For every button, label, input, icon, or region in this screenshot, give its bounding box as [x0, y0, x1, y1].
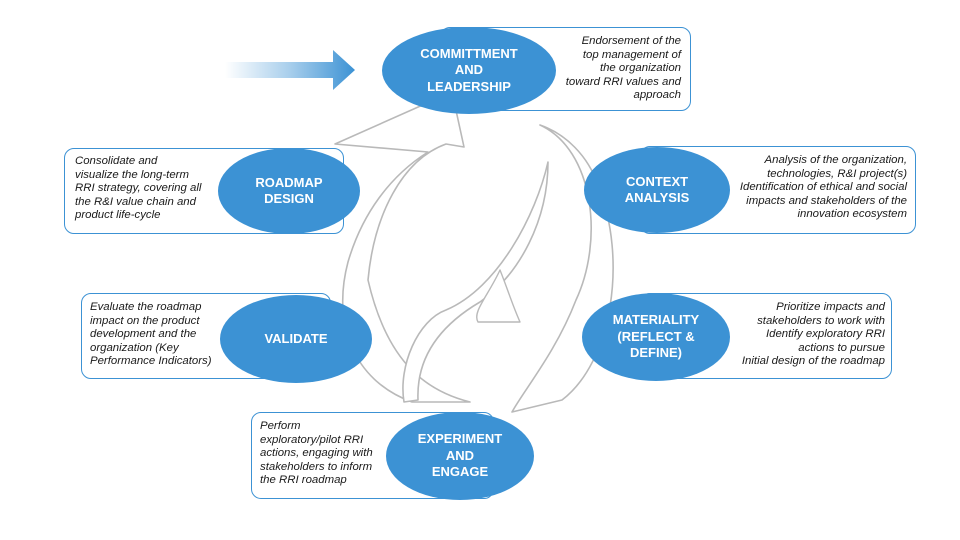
context-description-line: Identification of ethical and social: [739, 181, 907, 194]
commitment-description-line: approach: [633, 89, 682, 102]
materiality-title-line: DEFINE): [630, 345, 682, 361]
experiment-description-line: Perform: [260, 420, 301, 432]
materiality-description-line: stakeholders to work with: [757, 314, 885, 327]
roadmap-description-line: visualize the long-term: [75, 168, 189, 181]
experiment-description-line: the RRI roadmap: [260, 474, 347, 487]
validate-stage: VALIDATE: [220, 295, 372, 383]
context-description-box: Analysis of the organization, technologi…: [640, 146, 916, 234]
commitment-title-line: LEADERSHIP: [427, 78, 511, 94]
validate-title-line: VALIDATE: [264, 330, 328, 346]
experiment-title-line: AND: [445, 447, 475, 463]
commitment-title-line: AND: [454, 62, 484, 78]
context-description-line: technologies, R&I project(s): [767, 167, 907, 180]
cycle-arrow-up-icon: [334, 91, 471, 403]
materiality-description-line: actions to pursue: [798, 341, 885, 354]
commitment-description-line: Endorsement of the: [581, 35, 681, 47]
entry-arrow: [225, 50, 355, 90]
roadmap-description-line: Consolidate and: [75, 155, 158, 167]
commitment-description-line: the organization: [599, 62, 681, 75]
validate-description-line: impact on the product: [90, 314, 200, 327]
materiality-title-line: MATERIALITY: [612, 312, 700, 328]
cycle-arrow-mid-icon: [476, 269, 521, 323]
context-title-line: ANALYSIS: [624, 190, 690, 205]
experiment-stage: EXPERIMENT AND ENGAGE: [386, 412, 534, 500]
context-description-line: impacts and stakeholders of the: [746, 194, 907, 207]
commitment-description-line: toward RRI values and: [565, 75, 681, 88]
roadmap-title-line: DESIGN: [264, 191, 314, 206]
materiality-title-line: (REFLECT &: [617, 328, 695, 344]
roadmap-description-line: RRI strategy, covering all: [75, 182, 202, 195]
experiment-description-line: actions, engaging with: [260, 447, 373, 460]
validate-description-line: Performance Indicators): [90, 355, 212, 368]
roadmap-stage: ROADMAP DESIGN: [218, 148, 360, 234]
materiality-description-line: Identify exploratory RRI: [765, 328, 885, 341]
roadmap-description-line: the R&I value chain and: [75, 195, 196, 208]
materiality-description-line: Prioritize impacts and: [776, 301, 885, 313]
context-title-line: CONTEXT: [625, 173, 689, 189]
roadmap-description-line: product life-cycle: [75, 209, 161, 222]
context-description-line: innovation ecosystem: [797, 208, 907, 221]
materiality-description-line: Initial design of the roadmap: [741, 355, 885, 368]
experiment-description-line: exploratory/pilot RRI: [260, 433, 364, 446]
experiment-title-line: ENGAGE: [431, 464, 489, 480]
context-description-line: Analysis of the organization,: [764, 154, 907, 166]
commitment-description-line: top management of: [582, 48, 681, 61]
experiment-title-line: EXPERIMENT: [417, 431, 503, 447]
experiment-description-line: stakeholders to inform: [260, 460, 373, 473]
cycle-arrow-down-icon: [402, 161, 549, 403]
commitment-title-line: COMMITTMENT: [420, 45, 518, 61]
materiality-stage: MATERIALITY (REFLECT & DEFINE): [582, 293, 730, 381]
roadmap-title-line: ROADMAP: [255, 174, 323, 190]
validate-description-line: organization (Key: [90, 341, 179, 354]
context-stage: CONTEXT ANALYSIS: [584, 147, 730, 233]
validate-description-line: Evaluate the roadmap: [90, 301, 202, 313]
commitment-stage: COMMITTMENT AND LEADERSHIP: [382, 27, 556, 114]
validate-description-line: development and the: [90, 328, 197, 341]
